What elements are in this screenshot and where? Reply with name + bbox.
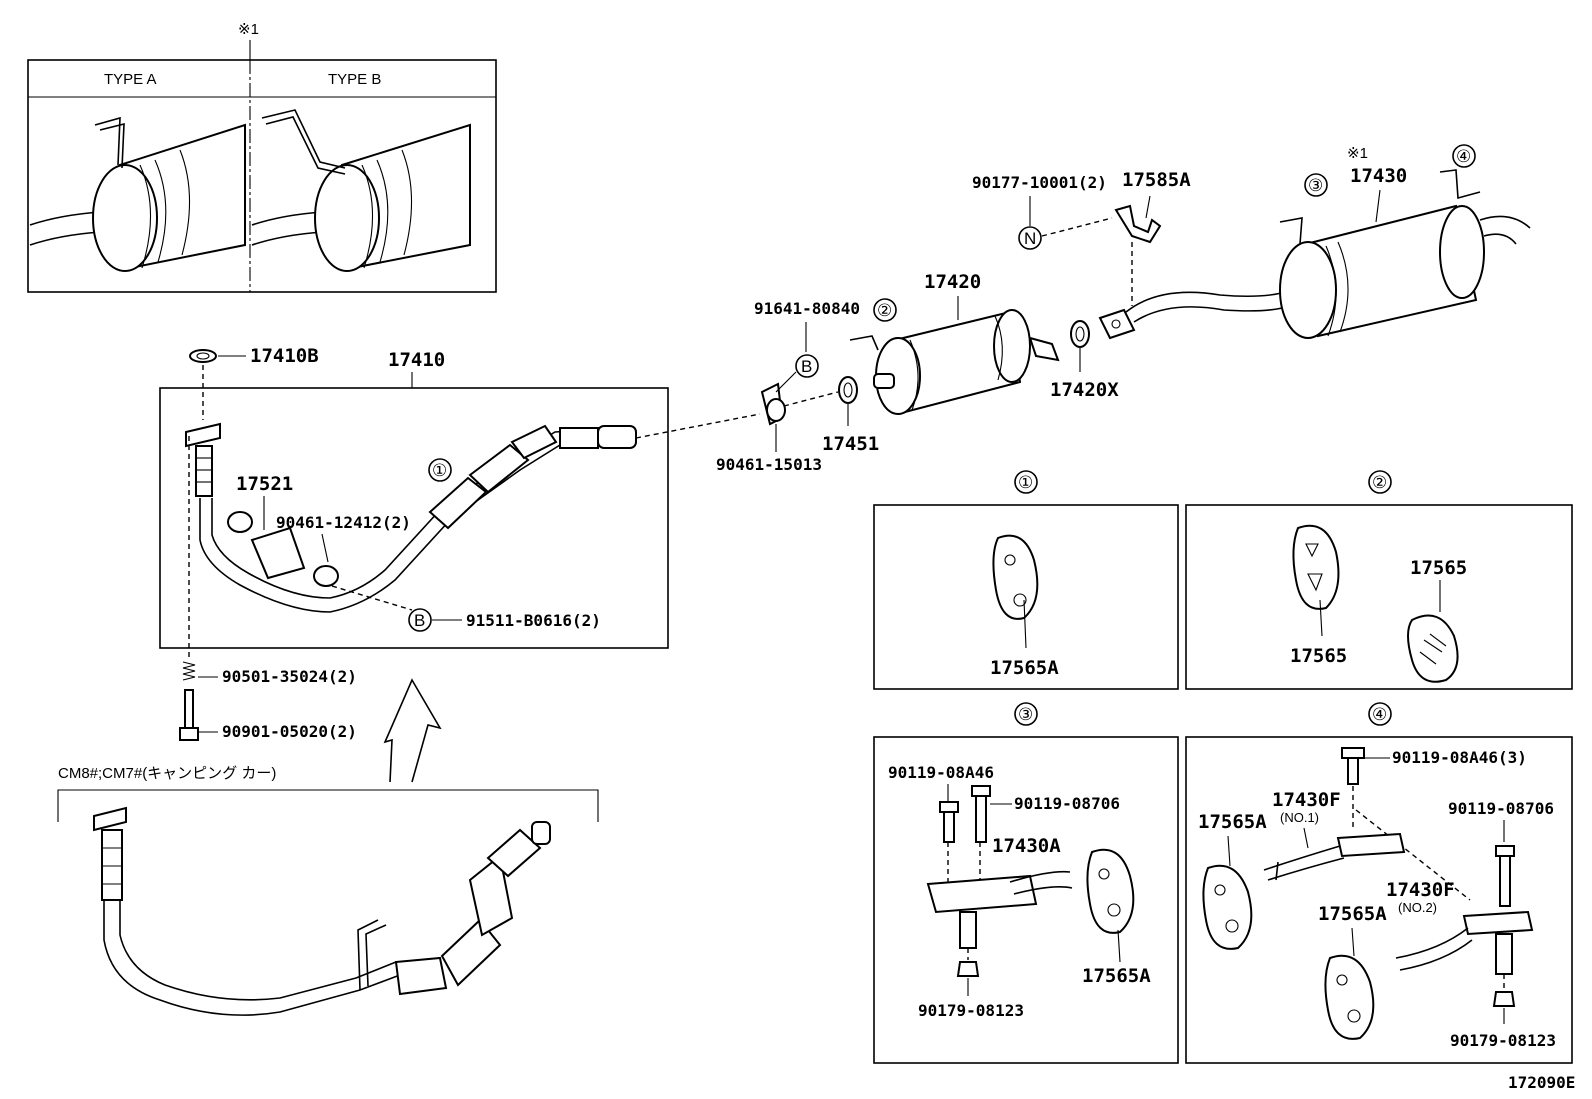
camping-label: CM8#;CM7#(キャンピング カー) (58, 765, 276, 782)
type-a-muffler (29, 116, 246, 272)
detail-4: ④ 90119-08A46(3) 17430F (NO.1) 17565A 90… (1185, 702, 1573, 1064)
part-90461-15013-label: 90461-15013 (716, 455, 822, 474)
detail-4-bolt-top-label: 90119-08A46(3) (1392, 748, 1527, 767)
detail-4-bracket1-sub: (NO.1) (1280, 810, 1319, 825)
insulator-17565a-d3 (1086, 848, 1135, 934)
insulator-17565a-d4b (1324, 954, 1375, 1040)
detail-4-insulator1-label: 17565A (1198, 811, 1267, 833)
callout-3-main-text: ③ (1308, 176, 1323, 195)
part-17585a-label: 17585A (1122, 169, 1191, 191)
part-90461-12412-label: 90461-12412(2) (276, 513, 411, 532)
detail-3: ③ 90119-08A46 90119-08706 17430A 90179-0… (873, 702, 1179, 1064)
insulator-17565a-d1 (992, 534, 1039, 620)
part-17410-label: 17410 (388, 349, 445, 371)
callout-1-main (428, 458, 452, 482)
part-17420x-label: 17420X (1050, 379, 1119, 401)
detail-2: ② 17565 17565 (1185, 470, 1573, 690)
callout-2-main (873, 298, 897, 322)
detail-3-bolt-a-label: 90119-08A46 (888, 763, 994, 782)
clamp-17521 (250, 526, 306, 580)
bracket-17430f-no1 (1336, 832, 1406, 858)
clamp-left (227, 511, 253, 533)
insulator-17565a-d4a (1202, 864, 1253, 950)
detail-4-bolt-right-label: 90119-08706 (1448, 799, 1554, 818)
center-joint-group: 90461-15013 17451 91641-80840 ② B (635, 298, 897, 474)
type-b-muffler (251, 109, 471, 272)
nut-90179-d4 (1492, 991, 1516, 1007)
figure-id: 172090E (1508, 1073, 1575, 1092)
bracket-17430f-no2 (1462, 910, 1534, 936)
part-17451-label: 17451 (822, 433, 879, 455)
star1-note-rear: ※1 (1347, 145, 1368, 162)
marker-b-upper-text: B (801, 357, 812, 376)
pipe-flange (185, 422, 221, 448)
front-pipe-group: 17410 17410B 17521 90461-12412(2) B (159, 345, 669, 783)
part-90177-label: 90177-10001(2) (972, 173, 1107, 192)
bolt-90901 (184, 689, 194, 729)
type-b-label: TYPE B (328, 71, 381, 88)
bracket-17430a (926, 874, 1038, 914)
part-90901-label: 90901-05020(2) (222, 722, 357, 741)
callout-3-main (1304, 173, 1328, 197)
detail-3-title: ③ (1018, 705, 1033, 724)
up-arrow (383, 678, 442, 783)
insulator-17565-d2b (1407, 614, 1459, 683)
detail-2-title: ② (1372, 473, 1387, 492)
part-17521-label: 17521 (236, 473, 293, 495)
part-91641-label: 91641-80840 (754, 299, 860, 318)
insulator-17565-d2a (1292, 524, 1340, 610)
detail-4-bracket2-label: 17430F (1386, 879, 1455, 901)
detail-3-bracket-label: 17430A (992, 835, 1061, 857)
part-17420-label: 17420 (924, 271, 981, 293)
callout-2-main-text: ② (877, 301, 892, 320)
clamp-right (313, 565, 339, 587)
type-panel: ※1 TYPE A TYPE B (27, 21, 497, 293)
detail-3-bolt-b-label: 90119-08706 (1014, 794, 1120, 813)
rear-muffler-17430: ※1 17430 ③ ④ (1125, 144, 1531, 339)
detail-2-part-a-label: 17565 (1290, 645, 1347, 667)
gasket-17451 (838, 376, 858, 404)
part-90501-label: 90501-35024(2) (222, 667, 357, 686)
callout-4-main-text: ④ (1456, 147, 1471, 166)
gasket-17420x (1070, 320, 1090, 348)
star1-note: ※1 (238, 21, 259, 38)
detail-2-part-b-label: 17565 (1410, 557, 1467, 579)
detail-1-part-label: 17565A (990, 657, 1059, 679)
part-91511-label: 91511-B0616(2) (466, 611, 601, 630)
callout-1-main-text: ① (432, 461, 447, 480)
marker-b-lower (408, 608, 432, 632)
detail-3-nut-label: 90179-08123 (918, 1001, 1024, 1020)
type-a-label: TYPE A (104, 71, 157, 88)
detail-1-title: ① (1018, 473, 1033, 492)
marker-b-upper (795, 354, 819, 378)
marker-b-lower-text: B (414, 611, 425, 630)
camping-pipe-group: CM8#;CM7#(キャンピング カー) (57, 765, 599, 1016)
hanger-17585a (1114, 204, 1162, 244)
detail-4-nut-label: 90179-08123 (1450, 1031, 1556, 1050)
rear-joint-group: 17420X 90177-10001(2) 17585A N (972, 169, 1191, 401)
detail-4-bracket2-sub: (NO.2) (1398, 900, 1437, 915)
detail-4-insulator2-label: 17565A (1318, 903, 1387, 925)
detail-1: ① 17565A (873, 470, 1179, 690)
detail-4-title: ④ (1372, 705, 1387, 724)
gasket-17410b (189, 349, 217, 363)
marker-n-text: N (1024, 229, 1036, 248)
part-17410b-label: 17410B (250, 345, 319, 367)
spring-90501 (182, 661, 196, 681)
marker-n (1018, 226, 1042, 250)
center-muffler-17420: 17420 (849, 271, 1060, 415)
callout-4-main (1452, 144, 1476, 168)
nut-90179 (956, 961, 980, 977)
detail-3-insulator-label: 17565A (1082, 965, 1151, 987)
detail-4-bracket1-label: 17430F (1272, 789, 1341, 811)
part-17430-label: 17430 (1350, 165, 1407, 187)
